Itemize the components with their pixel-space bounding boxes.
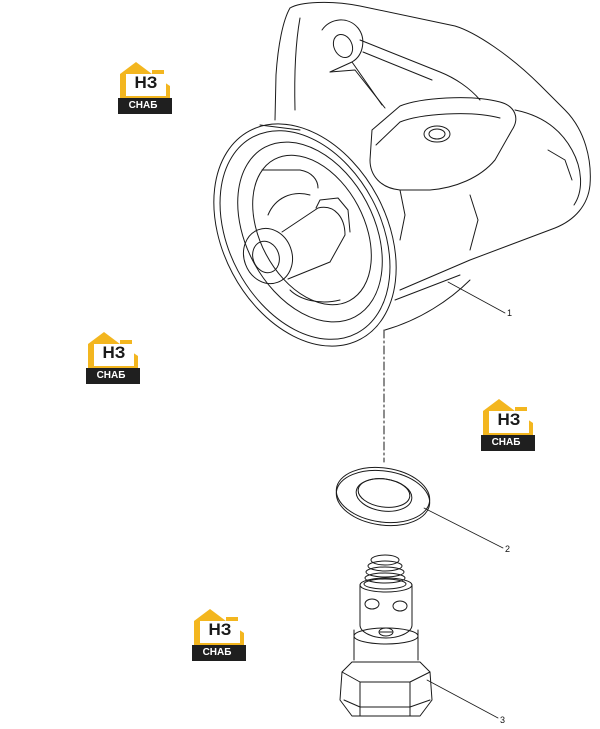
sealing-washer-part	[335, 466, 431, 527]
watermark-logo-2: НЗ СНАБ	[82, 330, 144, 388]
callout-1: 1	[507, 308, 513, 318]
logo-top-text: НЗ	[102, 343, 126, 362]
logo-bottom-text: СНАБ	[96, 370, 126, 381]
logo-top-text: НЗ	[208, 620, 232, 639]
watermark-logo-1: НЗ СНАБ	[114, 60, 176, 118]
callout-3: 3	[500, 715, 506, 725]
logo-bottom-text: СНАБ	[202, 647, 232, 658]
house-logo-icon	[118, 62, 172, 114]
leader-line-2	[423, 507, 504, 549]
filter-head-housing-part	[213, 1, 591, 347]
house-logo-icon	[86, 332, 140, 384]
watermark-logo-3: НЗ СНАБ	[477, 397, 539, 455]
logo-bottom-text: СНАБ	[128, 100, 158, 111]
house-logo-icon	[192, 609, 246, 661]
callout-2: 2	[505, 544, 511, 554]
leader-line-1	[447, 281, 506, 314]
logo-top-text: НЗ	[497, 410, 521, 429]
logo-bottom-text: СНАБ	[491, 437, 521, 448]
leader-line-3	[426, 679, 499, 719]
relief-valve-part	[339, 554, 433, 717]
watermark-logo-4: НЗ СНАБ	[188, 607, 250, 665]
logo-top-text: НЗ	[134, 73, 158, 92]
house-logo-icon	[481, 399, 535, 451]
